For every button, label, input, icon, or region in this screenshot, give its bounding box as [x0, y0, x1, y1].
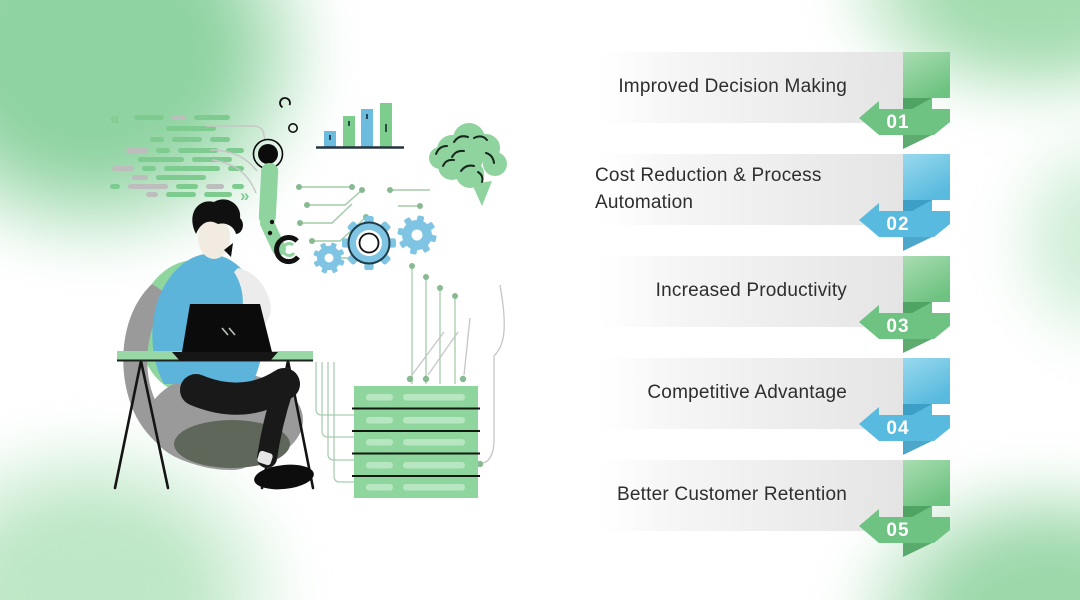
benefit-item-1: Improved Decision Making 01: [0, 52, 1080, 152]
benefit-item-4: Competitive Advantage 04: [0, 358, 1080, 458]
benefit-label: Better Customer Retention: [617, 484, 847, 506]
decorative-arc: [279, 97, 291, 109]
benefit-item-5: Better Customer Retention 05: [0, 460, 1080, 560]
ribbon-arrow-icon: 05: [859, 460, 950, 557]
benefit-number: 02: [886, 214, 909, 235]
benefit-number: 04: [886, 418, 909, 439]
benefit-bar: [600, 358, 906, 429]
gears-icon: [308, 211, 441, 279]
brain-icon: [429, 123, 507, 206]
bar-chart-icon: [316, 103, 404, 149]
svg-text:»: »: [240, 186, 249, 205]
code-lines-icon: « »: [110, 109, 249, 205]
benefit-number: 03: [886, 316, 909, 337]
benefit-item-2: Cost Reduction & Process Automation 02: [0, 154, 1080, 254]
benefit-label: Cost Reduction & Process Automation: [595, 164, 822, 213]
svg-text:«: «: [110, 109, 119, 128]
ribbon-arrow-icon: 04: [859, 358, 950, 455]
benefit-label: Increased Productivity: [655, 280, 847, 302]
decorative-circle: [287, 123, 298, 134]
ribbon-arrow-icon: 02: [859, 154, 950, 251]
benefit-bar: [600, 460, 906, 531]
server-wires: [406, 263, 505, 468]
ai-automation-illustration: « »: [110, 97, 507, 498]
ribbon-arrow-icon: 03: [859, 256, 950, 353]
benefit-label: Improved Decision Making: [618, 76, 847, 98]
benefit-number: 05: [886, 520, 909, 541]
laptop-icon: [172, 304, 278, 361]
benefit-bar: [600, 154, 906, 225]
robot-arm-icon: [252, 97, 300, 265]
ribbon-arrow-icon: 01: [859, 52, 950, 149]
benefit-number: 01: [886, 112, 909, 133]
benefit-bar: [600, 52, 906, 123]
benefit-item-3: Increased Productivity 03: [0, 256, 1080, 356]
benefit-bar: [600, 256, 906, 327]
server-rack-icon: [352, 386, 480, 498]
wire-bundle: [315, 362, 354, 483]
benefit-label: Competitive Advantage: [647, 382, 847, 404]
